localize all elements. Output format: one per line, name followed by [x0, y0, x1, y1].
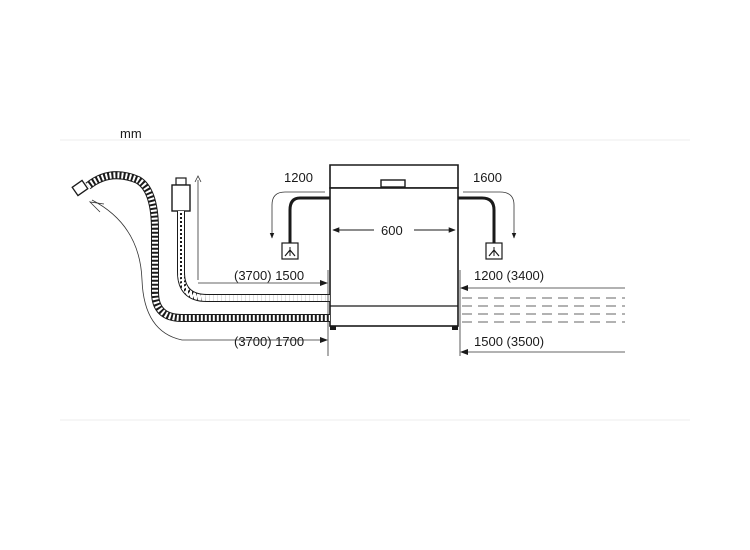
water-tap-icon	[281, 242, 299, 260]
left-lower-hose-label: (3700) 1700	[234, 334, 304, 349]
left-clearance-arrow	[269, 191, 325, 239]
right-foot	[452, 326, 458, 330]
lower-hose-reach-line	[91, 199, 325, 341]
right-upper-arrowhead	[460, 285, 468, 291]
upper-hose-pattern	[178, 211, 330, 301]
drain-icon	[485, 242, 503, 260]
right-drain-pipe	[458, 196, 496, 250]
right-upper-hose-label: 1200 (3400)	[474, 268, 544, 283]
left-lower-arrowhead	[320, 337, 328, 343]
top-left-clearance-label: 1200	[284, 170, 313, 185]
right-hose-extension	[462, 287, 625, 353]
width-label: 600	[381, 223, 403, 238]
left-upper-arrowhead	[320, 280, 328, 286]
display-window	[380, 179, 406, 188]
connector-dimension-arrow	[194, 175, 202, 183]
appliance-cabinet	[329, 187, 459, 327]
top-right-clearance-label: 1600	[473, 170, 502, 185]
right-lower-arrowhead	[460, 349, 468, 355]
hose-end-fitting	[71, 179, 89, 197]
dishwasher-body	[329, 164, 459, 330]
left-upper-hose-label: (3700) 1500	[234, 268, 304, 283]
lower-hose-pattern	[86, 172, 330, 321]
right-clearance-arrow	[463, 191, 517, 239]
left-foot	[330, 326, 336, 330]
lower-hose-reach-arrow	[88, 201, 105, 213]
right-lower-hose-label: 1500 (3500)	[474, 334, 544, 349]
unit-label: mm	[120, 126, 142, 141]
width-label-bg	[374, 221, 414, 239]
left-supply-pipe	[288, 196, 330, 250]
